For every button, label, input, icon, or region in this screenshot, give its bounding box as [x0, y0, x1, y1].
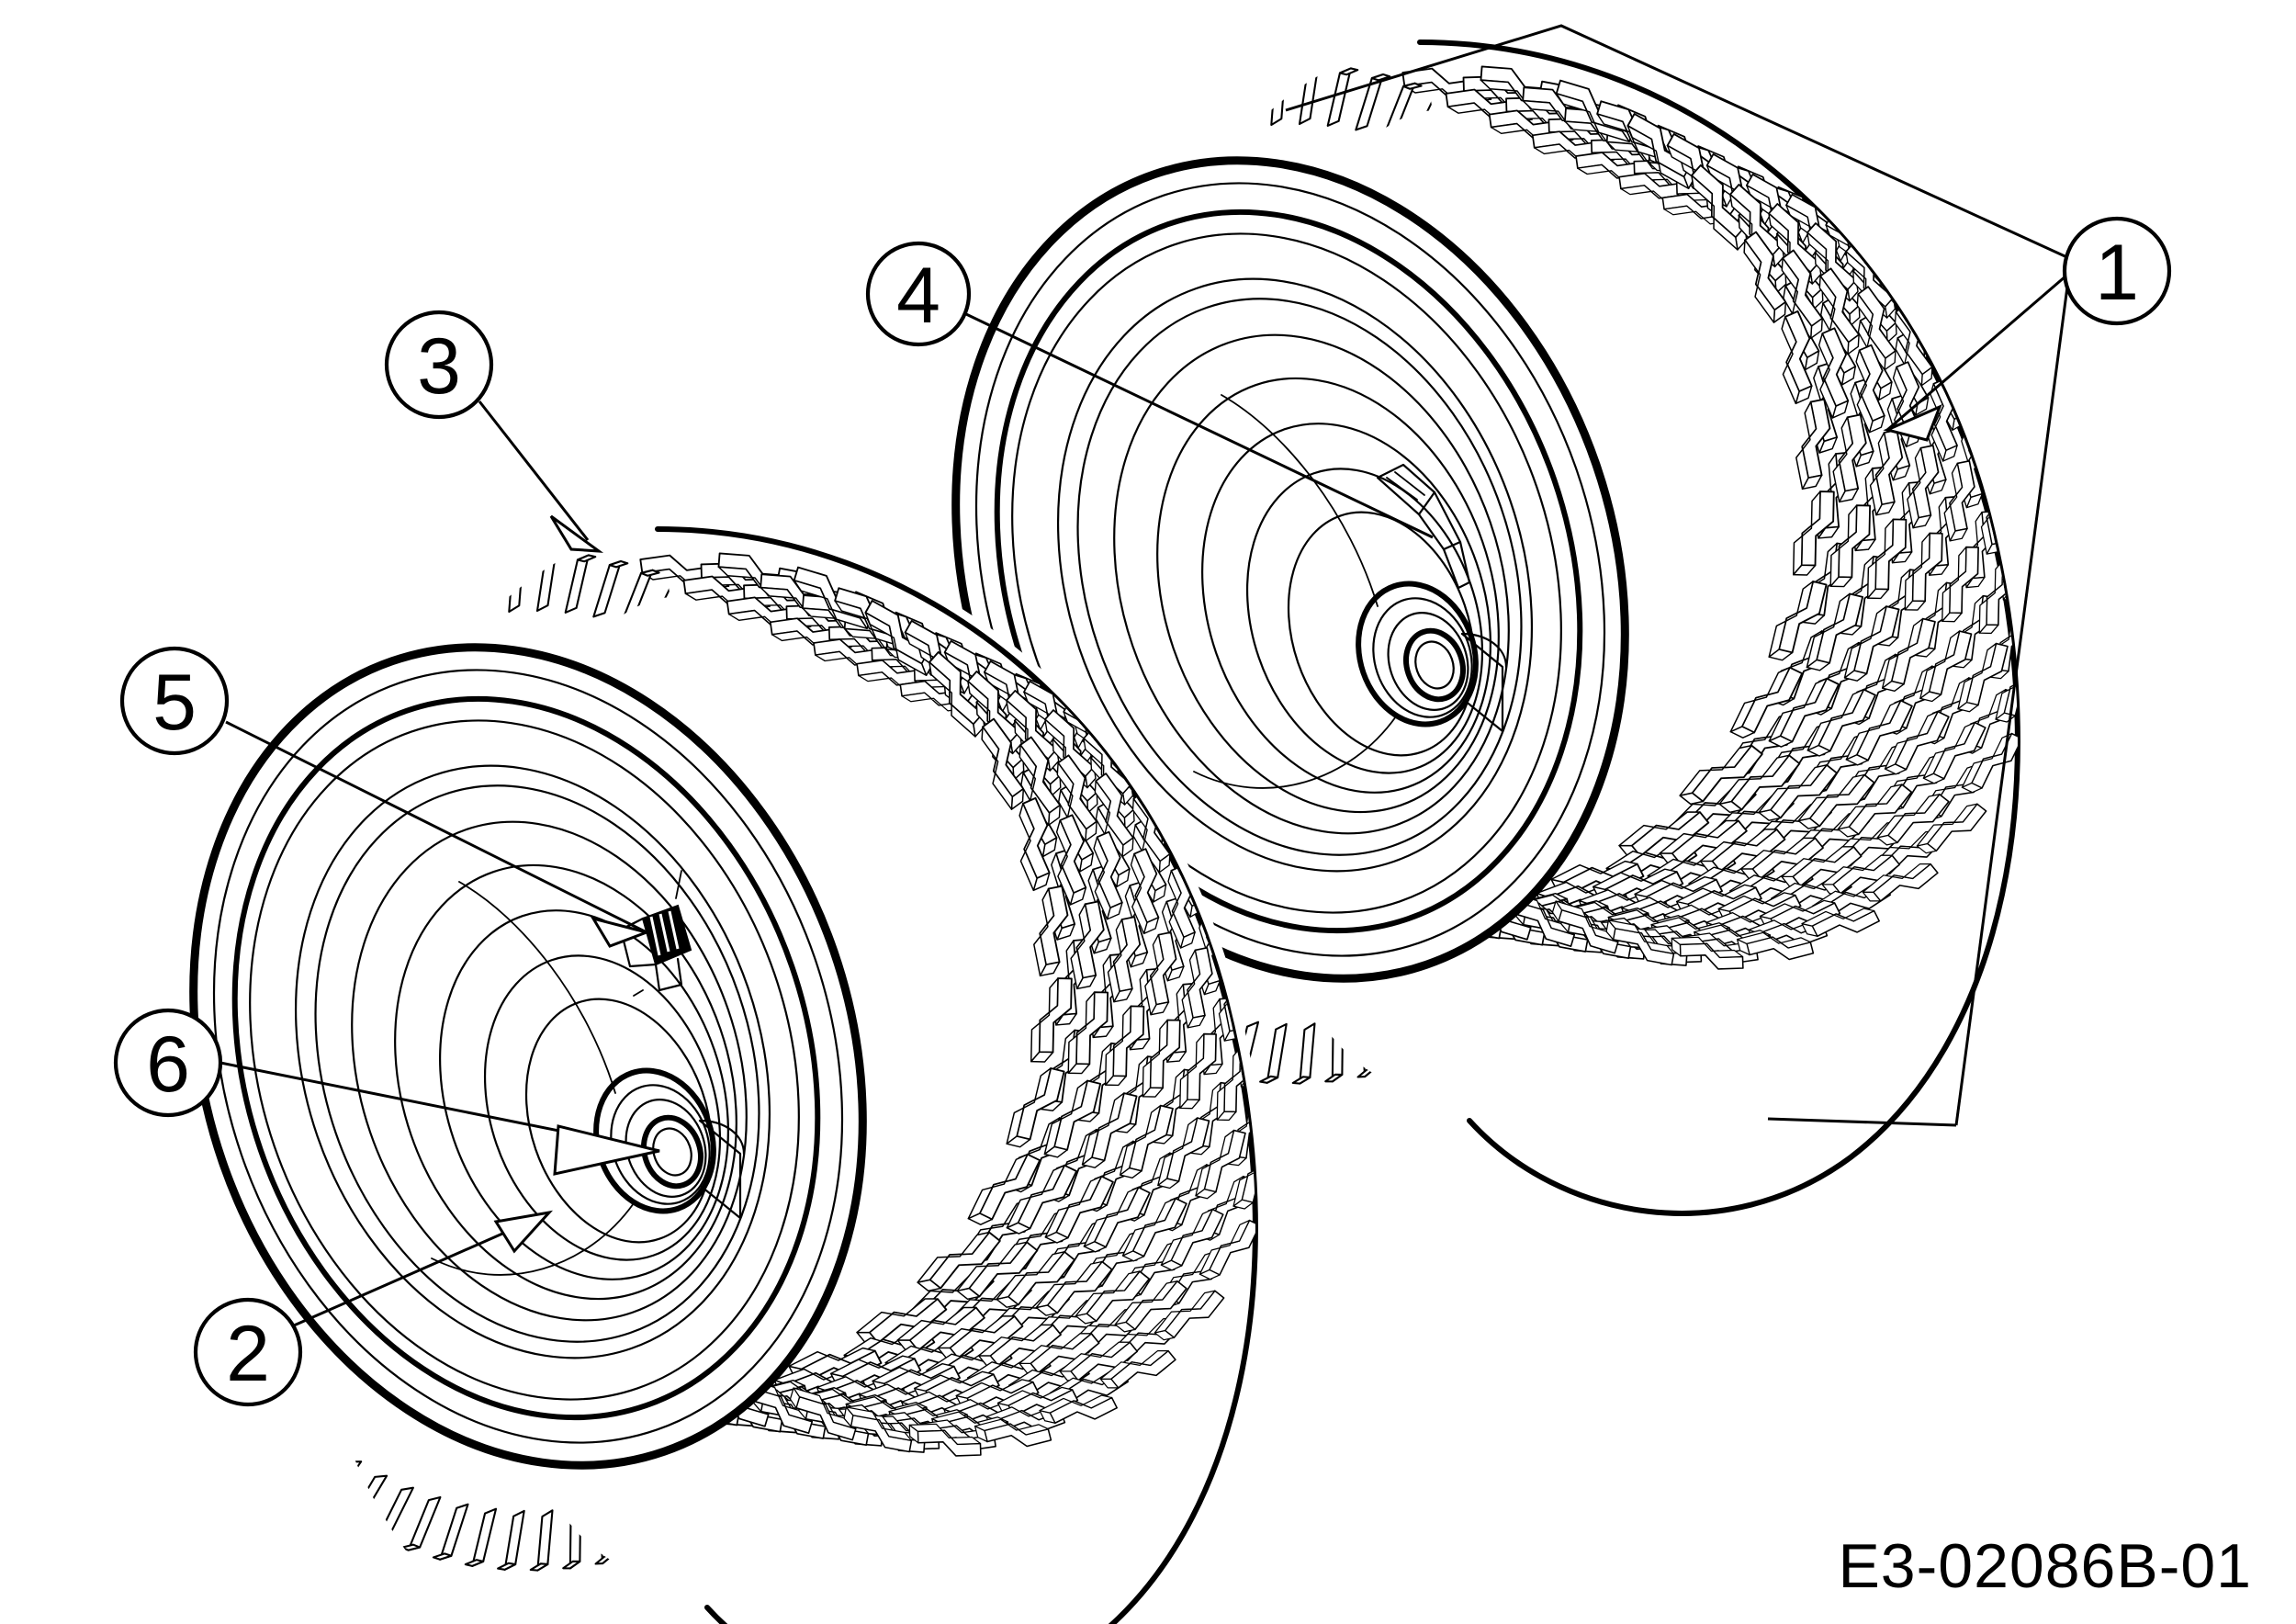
callout-1-label: 1 [2095, 229, 2139, 317]
callout-5-leader [225, 720, 651, 948]
callout-4-leader [965, 312, 1434, 539]
rear-valve-stem [1376, 463, 1471, 590]
callout-1-bracket [1285, 24, 2073, 1127]
front-wheel-assembly [189, 520, 1267, 1624]
callout-6-leader [219, 1061, 660, 1176]
callout-5-label: 5 [152, 659, 197, 747]
callout-balloon-2[interactable]: 2 [193, 1297, 303, 1407]
callout-balloon-6[interactable]: 6 [113, 1008, 223, 1118]
callout-2-label: 2 [226, 1310, 270, 1398]
callout-4-label: 4 [896, 252, 940, 340]
front-sidewall [189, 643, 867, 1470]
callout-balloon-3[interactable]: 3 [384, 310, 494, 420]
callout-3-label: 3 [417, 322, 461, 411]
callout-balloon-4[interactable]: 4 [865, 241, 972, 347]
callout-2-leader [293, 1210, 554, 1327]
callout-balloon-5[interactable]: 5 [119, 646, 230, 756]
callout-balloons: 1 3 4 5 6 2 [113, 216, 2172, 1407]
front-tyre-outline [655, 526, 1258, 1624]
rear-tyre-outline [1417, 39, 2020, 1216]
callout-6-label: 6 [146, 1021, 190, 1109]
drawing-number: E3-02086B-01 [1838, 1531, 2252, 1601]
callout-balloon-1[interactable]: 1 [2062, 216, 2172, 326]
callout-3-leader [478, 400, 604, 553]
